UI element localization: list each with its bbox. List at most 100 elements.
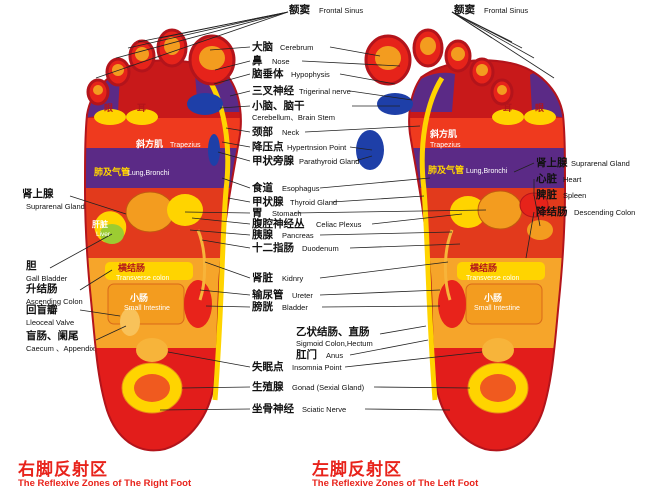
leader-line (349, 146, 373, 151)
gonad-core-zone (134, 374, 170, 402)
gall-bladder-label-en: Gall Bladder (26, 274, 68, 283)
bladder-zone (184, 280, 212, 328)
eye-zone-left (524, 109, 556, 125)
leader-line (319, 289, 441, 296)
eye-zone (94, 109, 126, 125)
leader-line (79, 269, 113, 291)
esophagus-label-en: Esophagus (282, 184, 320, 193)
left-foot (356, 28, 566, 452)
lung-zone-label-en-left: Lung,Bronchi (466, 168, 508, 175)
leader-line (159, 408, 251, 411)
heart-label-en: Heart (563, 175, 582, 184)
leader-line (95, 11, 289, 79)
leader-line (219, 105, 251, 109)
left-foot-title-en: The Reflexive Zones of The Left Foot (312, 478, 479, 489)
gall-bladder-label-cn: 胆 (26, 260, 37, 272)
right-foot (84, 28, 242, 452)
leader-line (227, 197, 251, 203)
big-toe-right-pad (199, 46, 225, 70)
right-toes (86, 28, 236, 106)
leader-line (349, 90, 413, 101)
descending-colon-label-cn: 降结肠 (536, 206, 568, 218)
left-toes (364, 28, 514, 106)
lung-zone-left (410, 148, 564, 188)
leader-line (221, 177, 251, 189)
transverse-zone-label-cn-left: 横结肠 (470, 263, 498, 273)
leader-line (213, 73, 251, 85)
leader-line (205, 305, 251, 308)
leader-line (364, 408, 451, 411)
insomnia-label-cn: 失眠点 (252, 361, 284, 373)
liver-zone-label-en: Liver (96, 231, 111, 238)
leader-line (525, 211, 535, 259)
toe-4-right-pad (112, 64, 124, 76)
bladder-zone-left (438, 280, 466, 328)
sciatic-label-cn: 坐骨神经 (252, 403, 294, 415)
leader-line (49, 233, 113, 269)
leader-line (201, 239, 251, 249)
big-toe-left-pad (375, 46, 401, 70)
parathyroid-label-en: Parathyroid Gland (299, 157, 360, 166)
leader-line (214, 60, 251, 71)
caecum-label-cn: 盲肠、阑尾 (26, 330, 79, 342)
ear-zone-label-cn-left: 耳 (503, 103, 513, 113)
eye-zone-label-cn: 眼 (104, 103, 114, 113)
transverse-colon-zone-left (457, 262, 545, 280)
leader-line (379, 325, 427, 335)
leader-line (159, 11, 289, 39)
frontal-sinus-cn-left: 额窦 (454, 4, 475, 16)
anus-label-cn: 肛门 (296, 349, 317, 361)
gonad-label-cn: 生殖腺 (252, 381, 284, 393)
hypophysis-label-cn: 脑垂体 (252, 68, 284, 80)
esophagus-label-cn: 食道 (252, 182, 273, 194)
neck-label-en: Neck (282, 128, 300, 137)
leader-line (319, 261, 449, 279)
trapezius-zone-label-cn-left: 斜方肌 (430, 129, 458, 139)
nose-label-cn: 鼻 (252, 55, 263, 67)
transverse-zone-label-en: Transverse colon (116, 275, 170, 282)
small-zone-label-cn: 小肠 (130, 293, 149, 303)
leader-line (127, 11, 289, 49)
leader-line (221, 141, 251, 148)
sigmoid-label-cn: 乙状结肠、直肠 (296, 326, 370, 338)
parathyroid-zone-right (208, 134, 220, 166)
small-intestine-zone (107, 283, 185, 325)
ascending-colon-label-cn: 升结肠 (26, 283, 58, 295)
right-foot-title-en: The Reflexive Zones of The Right Foot (18, 478, 192, 489)
cerebrum-label-en: Cerebrum (280, 43, 314, 52)
cerebellum-label-cn: 小脑、脑干 (252, 100, 305, 112)
lung-zone-label-cn-left: 肺及气管 (428, 165, 465, 175)
stomach-zone (125, 191, 175, 233)
duodenum-label-cn: 十二指肠 (252, 242, 294, 254)
ascending-colon-label-en: Ascending Colon (26, 297, 83, 306)
ear-zone-left (492, 109, 524, 125)
leader-line (329, 46, 381, 57)
leader-line (319, 231, 453, 236)
toe-3-left-pad (451, 47, 465, 61)
gonad-label-en: Gonad (Sexial Gland) (292, 383, 365, 392)
leader-line (344, 351, 483, 368)
spleen-zone (527, 220, 553, 240)
sigmoid-label-en: Sigmoid Colon,Hectum (296, 339, 373, 348)
parathyroid-label-cn: 甲状旁腺 (252, 155, 294, 167)
transverse-zone-label-cn: 横结肠 (118, 263, 146, 273)
stomach-label-cn: 胃 (252, 207, 263, 219)
suprarenal-label-en: Suprarenal Gland (26, 202, 85, 211)
gonad-core-zone-left (480, 374, 516, 402)
ileocecal-label-en: Lleoceal Valve (26, 318, 75, 327)
leader-line (331, 195, 425, 203)
kidney-label-cn: 肾脏 (252, 272, 273, 284)
right-foot-title-cn: 右脚反射区 (18, 460, 108, 480)
leader-line (167, 351, 251, 368)
leader-line (451, 11, 555, 79)
leader-line (319, 177, 431, 189)
leader-line (204, 261, 251, 279)
leader-lines (49, 11, 555, 411)
duodenum-label-en: Duodenum (302, 244, 339, 253)
celiac-label-en: Celiac Plexus (316, 220, 362, 229)
pancreas-label-cn: 胰腺 (252, 229, 273, 241)
leader-line (339, 73, 396, 85)
ureter-zone-left (443, 229, 454, 301)
